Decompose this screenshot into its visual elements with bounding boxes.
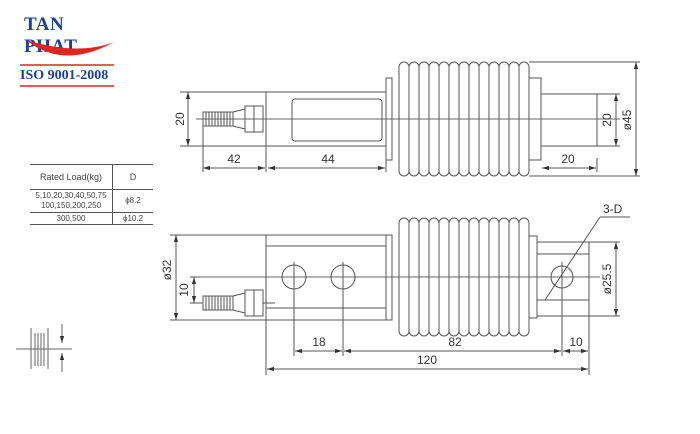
mounting-direction-symbol-icon — [16, 324, 72, 372]
top-view: 20 42 44 20 ø45 20 — [173, 61, 640, 177]
cable-gland-icon — [202, 289, 275, 317]
load-cell: 300,500 — [30, 212, 113, 225]
dim-end-height: 20 — [600, 113, 614, 127]
logo-iso-text: ISO 9001-2008 — [20, 68, 109, 83]
dim-total-length: 120 — [417, 353, 437, 367]
dim-end-diameter: ø25.5 — [600, 263, 614, 294]
dim-hole-offset: 10 — [177, 283, 191, 297]
dim-hole-pitch: 18 — [312, 335, 326, 349]
bellows-bottom — [398, 217, 530, 337]
cable-gland-icon — [202, 105, 264, 133]
bellows-top — [398, 61, 530, 177]
logo-swoosh-icon — [20, 40, 114, 87]
rated-load-table: Rated Load(kg) D 5,10,20,30,40,50,75 100… — [30, 164, 153, 225]
dim-cable-length: 42 — [227, 152, 241, 166]
bottom-view: 3-D ø32 10 18 82 10 120 ø25.5 — [160, 202, 630, 375]
table-row: 5,10,20,30,40,50,75 100,150,200,250 ϕ8.2 — [30, 189, 153, 213]
d-cell: ϕ8.2 — [112, 189, 153, 213]
load-line-2: 100,150,200,250 — [40, 201, 102, 210]
dim-end-length: 20 — [561, 152, 575, 166]
dim-height-left: 20 — [173, 112, 187, 126]
dim-bellows-span: 82 — [448, 335, 462, 349]
header-rated-load: Rated Load(kg) — [30, 164, 113, 190]
dim-diameter-32: ø32 — [160, 259, 174, 280]
d-cell: ϕ10.2 — [112, 212, 153, 225]
tan-phat-logo: TAN PHAT ISO 9001-2008 — [18, 8, 118, 88]
dim-end-hole-offset: 10 — [569, 335, 583, 349]
load-line-1: 5,10,20,30,40,50,75 — [35, 191, 107, 200]
table-row: 300,500 ϕ10.2 — [30, 212, 153, 225]
load-cell: 5,10,20,30,40,50,75 100,150,200,250 — [30, 189, 113, 213]
dim-diameter-45: ø45 — [620, 109, 634, 130]
dim-hole-label: 3-D — [603, 202, 623, 216]
header-d: D — [112, 164, 153, 190]
dim-body-length: 44 — [321, 152, 335, 166]
